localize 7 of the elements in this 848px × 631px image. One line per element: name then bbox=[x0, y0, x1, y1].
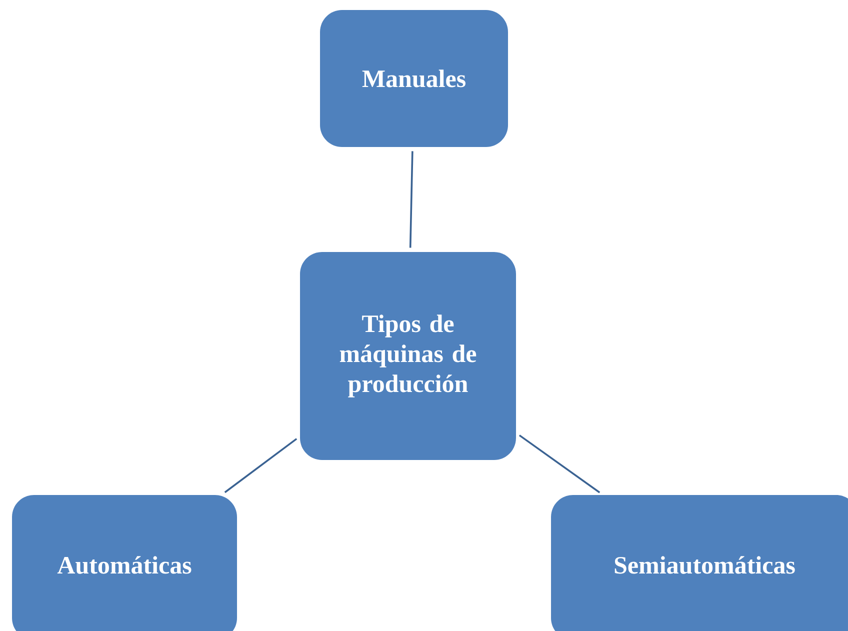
rounded-box: Semiautomáticas bbox=[551, 494, 848, 631]
connector-line bbox=[518, 434, 600, 494]
rounded-box: Automáticas bbox=[12, 494, 237, 631]
connector-line bbox=[409, 151, 414, 248]
rounded-box: Manuales bbox=[320, 10, 508, 147]
connector-line bbox=[224, 438, 298, 494]
rounded-box: Tipos de máquinas de producción bbox=[300, 252, 516, 460]
